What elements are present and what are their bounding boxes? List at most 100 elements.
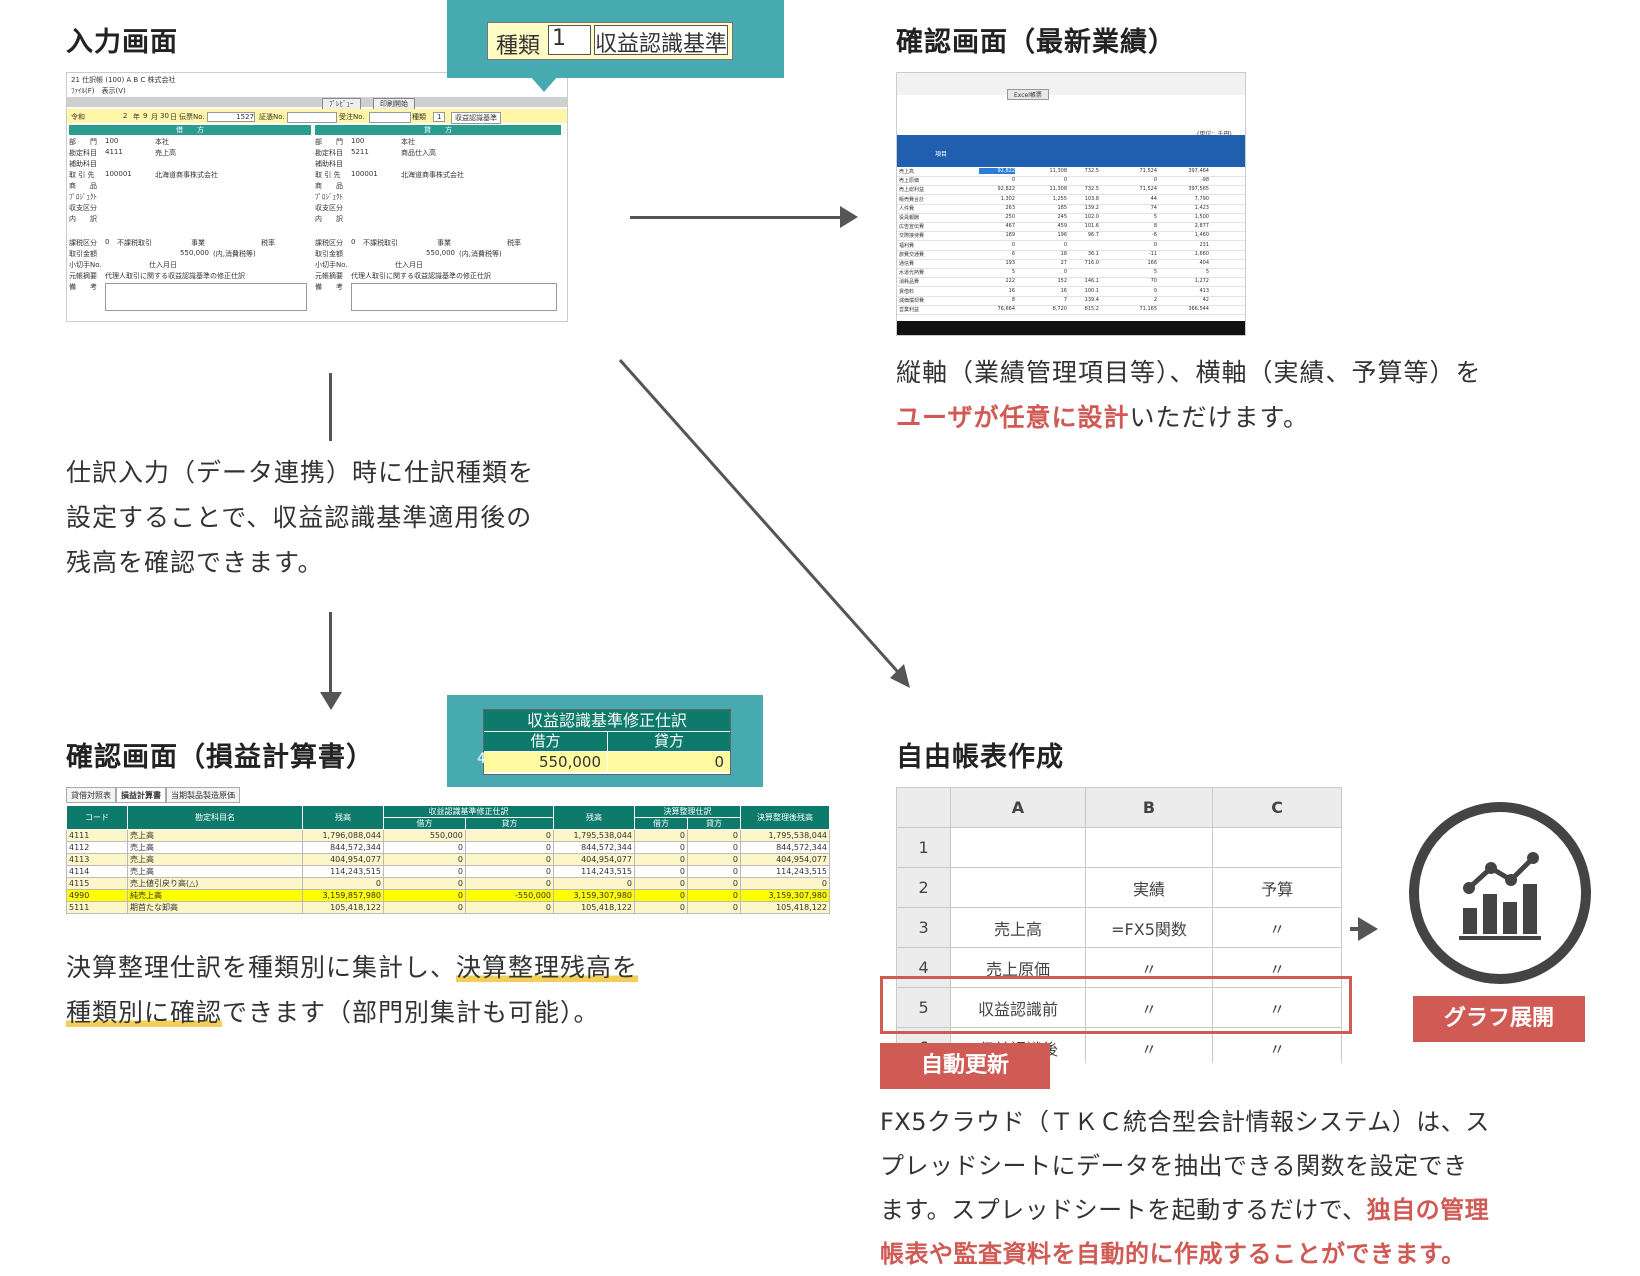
row-value: 71,524 (1139, 168, 1158, 174)
row-value: -6 (1152, 232, 1157, 239)
voucher-no-field[interactable] (287, 112, 337, 123)
credit-partner-code[interactable]: 100001 (351, 170, 378, 178)
row-value: 193 (1005, 260, 1015, 266)
cell-a[interactable]: 売上原価 (950, 947, 1086, 988)
debit-tax-code[interactable]: 0 (105, 238, 110, 246)
col-rec-group: 収益認識基準修正仕訳 (383, 805, 554, 818)
pl-description: 決算整理仕訳を種類別に集計し、決算整理残高を 種類別に確認できます（部門別集計も… (66, 945, 766, 1035)
credit-tax-code[interactable]: 0 (351, 238, 356, 246)
slip-no-field[interactable]: 1527 (207, 112, 255, 122)
cell-b[interactable]: 〃 (1084, 947, 1214, 988)
latest-results-screenshot: Excel帳票 (単位：千円) 項目 売上高92,82211,308732.57… (896, 72, 1246, 336)
month-field[interactable]: 9 (143, 112, 148, 120)
debit-amount-field[interactable]: 550,000 (180, 249, 209, 257)
pl-callout-debit-value: 550,000 (484, 752, 607, 772)
era-select[interactable]: 令和 (71, 113, 85, 121)
cell-b[interactable] (1084, 827, 1214, 868)
row-value: 1,272 (1194, 278, 1209, 285)
graph-badge: グラフ展開 (1413, 996, 1585, 1042)
cell-code: 4990 (66, 889, 128, 902)
arrow-right-line (630, 216, 840, 219)
cell-a[interactable]: 収益認識前 (950, 987, 1086, 1028)
row-label: 販売費合計 (899, 196, 925, 203)
debit-remarks-field[interactable] (105, 283, 307, 311)
excel-report-button[interactable]: Excel帳票 (1007, 89, 1049, 100)
row-value: 413 (1199, 287, 1209, 294)
pl-table: コード 勘定科目名 残高 収益認識基準修正仕訳 残高 決算整理仕訳 決算整理後残… (66, 805, 830, 914)
debit-partner-label: 取 引 先 (69, 171, 95, 179)
latest-heading: 確認画面（最新業績） (896, 27, 1176, 58)
cell-bal2: 1,795,538,044 (553, 829, 635, 842)
pl-callout: 収益認識基準修正仕訳 借方 貸方 550,000 0 4 (447, 695, 763, 787)
cell-name: 期首たな卸高 (127, 901, 303, 914)
credit-partner-label: 取 引 先 (315, 171, 341, 179)
row-value: 7 (1063, 296, 1067, 303)
row-value: 2 (1153, 296, 1157, 303)
cell-bal2: 3,159,307,980 (553, 889, 635, 902)
col-name: 勘定科目名 (127, 805, 303, 830)
credit-memo-field[interactable]: 代理人取引に関する収益認識基準の修正仕訳 (351, 272, 491, 280)
cell-cb: 105,418,122 (740, 901, 830, 914)
row-value: 732.5 (1084, 168, 1099, 174)
credit-amount-field[interactable]: 550,000 (426, 249, 455, 257)
callout-kind-text: 収益認識基準 (594, 25, 728, 57)
debit-remarks-label: 備 考 (69, 283, 97, 291)
cell-a[interactable] (950, 827, 1086, 868)
cell-c[interactable]: 予算 (1212, 867, 1342, 908)
debit-memo-field[interactable]: 代理人取引に関する収益認識基準の修正仕訳 (105, 272, 245, 280)
cell-rc: 0 (464, 901, 555, 914)
tab-income-statement[interactable]: 損益計算書 (116, 787, 166, 803)
row-label: 売上総利益 (899, 187, 925, 194)
cell-a[interactable] (950, 867, 1086, 908)
table-row[interactable]: 1 (896, 827, 1342, 868)
pl-callout-credit-value: 0 (608, 752, 730, 772)
row-value: 250 (1005, 214, 1015, 220)
tab-manufacturing-cost[interactable]: 当期製品製造原価 (166, 787, 240, 803)
cell-c[interactable]: 〃 (1212, 947, 1342, 988)
cell-rc: 0 (464, 841, 555, 854)
debit-dept-code[interactable]: 100 (105, 137, 119, 145)
row-value: 1,255 (1052, 195, 1067, 202)
debit-account-code[interactable]: 4111 (105, 148, 123, 156)
graph-arrow-head (1358, 917, 1378, 941)
cell-c[interactable]: 〃 (1212, 907, 1342, 948)
credit-remarks-field[interactable] (351, 283, 557, 311)
cell-c[interactable]: 〃 (1212, 987, 1342, 1028)
row-value: 8,720 (1052, 306, 1067, 312)
input-heading: 入力画面 (66, 27, 178, 58)
cell-c[interactable] (1212, 827, 1342, 868)
order-no-field[interactable] (369, 112, 411, 123)
tab-balance-sheet[interactable]: 貸借対照表 (66, 787, 116, 803)
credit-check-label: 小切手No. (315, 261, 348, 269)
cell-cc: 0 (687, 841, 741, 854)
cell-b[interactable]: 実績 (1084, 867, 1214, 908)
free-report-description-red: 帳表や監査資料を自動的に作成することができます。 (880, 1240, 1466, 1268)
debit-amount-note: (内,消費税等) (213, 250, 256, 258)
row-value: 42 (1202, 296, 1209, 303)
cell-a[interactable]: 売上高 (950, 907, 1086, 948)
year-field[interactable]: 2 (123, 112, 128, 120)
credit-account-code[interactable]: 5211 (351, 148, 369, 156)
cell-bal: 105,418,122 (302, 901, 384, 914)
row-value: 1,660 (1194, 250, 1209, 257)
cell-b[interactable]: =FX5関数 (1084, 907, 1214, 948)
credit-dept-code[interactable]: 100 (351, 137, 365, 145)
kind-field[interactable]: 1 (433, 112, 446, 122)
debit-memo-label: 元帳摘要 (69, 272, 97, 280)
debit-partner-code[interactable]: 100001 (105, 170, 132, 178)
day-field[interactable]: 30 (160, 112, 169, 120)
pl-description-underline: 種類別に確認 (66, 998, 223, 1027)
